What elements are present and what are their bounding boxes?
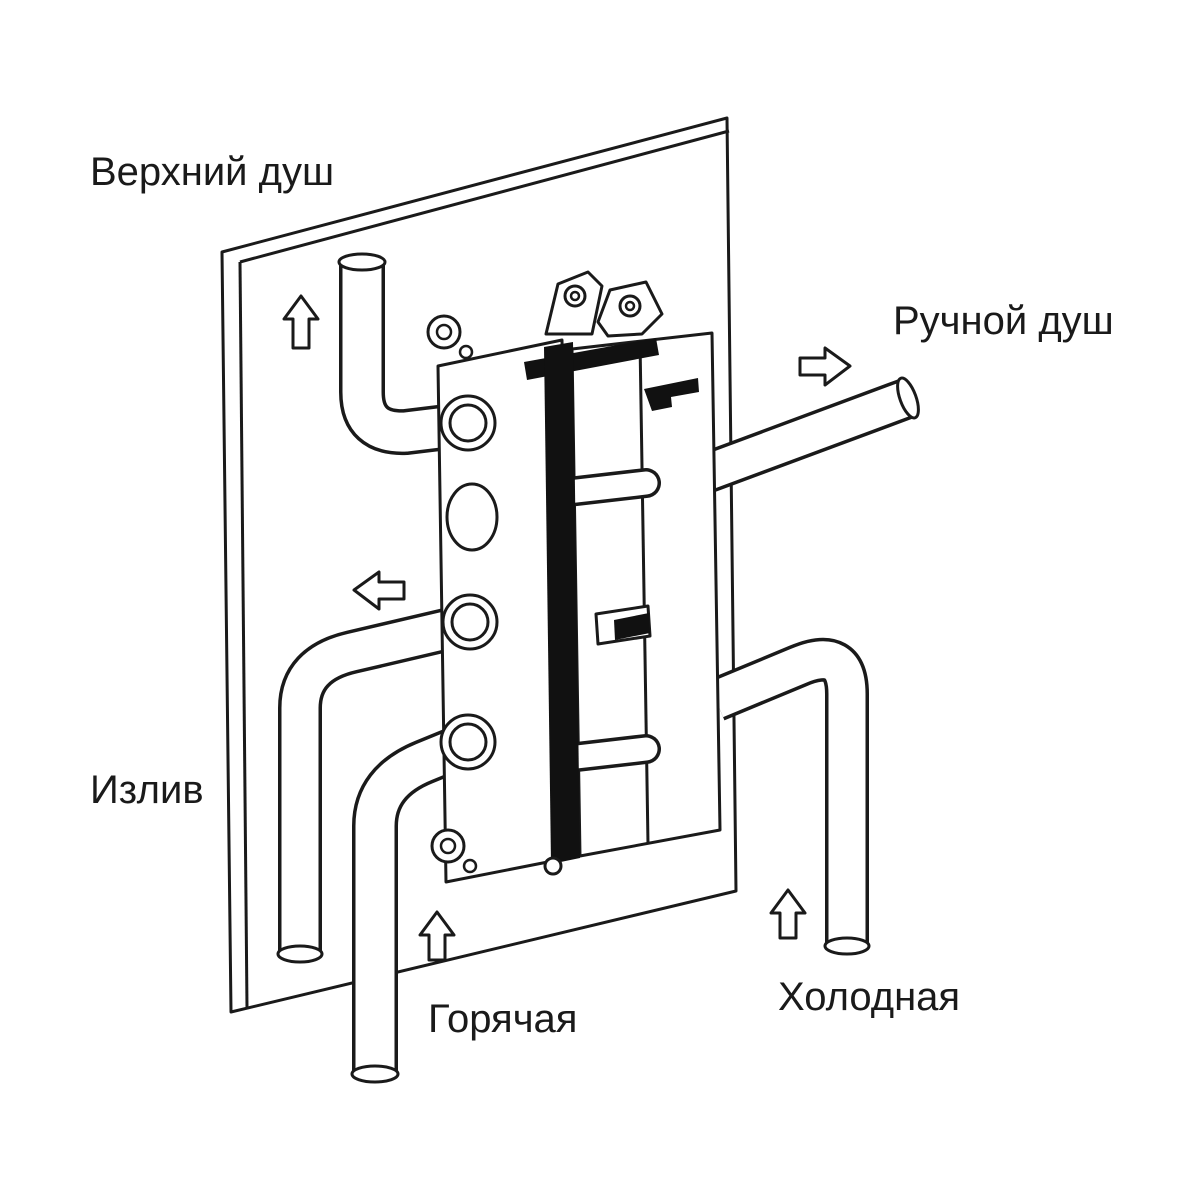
- wall-panel-left-edge: [238, 261, 249, 1009]
- pipe-spout-end-cap: [276, 944, 324, 964]
- pipe-hand-shower-end-cap: [896, 376, 920, 420]
- pipe-cold: [707, 637, 871, 956]
- mounting-ear-top: [426, 314, 474, 360]
- valve-union-lower: [553, 734, 661, 773]
- wall-panel-top-edge: [239, 129, 730, 264]
- bracket-screw-icon: [618, 294, 642, 318]
- top-bracket-left: [544, 270, 604, 336]
- seal-strap-loop: [543, 856, 563, 876]
- bracket-screw-icon: [563, 284, 587, 308]
- label-hand-shower: Ручной душ: [893, 299, 1114, 343]
- port-hot: [439, 713, 497, 771]
- top-bracket-right: [596, 280, 664, 338]
- valve-union-upper: [553, 468, 661, 507]
- port-spout: [441, 593, 499, 651]
- valve-marker: [644, 378, 699, 411]
- port-top-shower: [439, 394, 497, 452]
- arrow-up-top-shower-icon: [282, 294, 320, 350]
- pipe-cold-end-cap: [823, 936, 871, 956]
- label-hot: Горячая: [428, 997, 577, 1041]
- plate-opening: [445, 482, 499, 552]
- pipe-hot-end-cap: [350, 1064, 400, 1084]
- arrow-right-hand-shower-icon: [798, 346, 852, 387]
- pipe-hand-shower: [690, 376, 920, 496]
- valve-clip-latch: [614, 613, 650, 640]
- label-top-shower: Верхний душ: [90, 150, 334, 194]
- arrow-left-spout-icon: [352, 570, 406, 611]
- pipe-top-shower-end-cap: [337, 252, 387, 272]
- arrow-up-hot-icon: [418, 910, 456, 962]
- pipe-hot: [350, 722, 477, 1084]
- pipe-spout: [276, 600, 486, 964]
- mixer-valve-body: [426, 270, 722, 884]
- label-spout: Излив: [90, 768, 204, 812]
- mounting-ear-bottom: [430, 828, 478, 874]
- seal-strap-vertical: [544, 342, 580, 864]
- label-cold: Холодная: [778, 975, 960, 1019]
- arrow-up-cold-icon: [769, 888, 807, 940]
- pipe-top-shower: [337, 252, 483, 456]
